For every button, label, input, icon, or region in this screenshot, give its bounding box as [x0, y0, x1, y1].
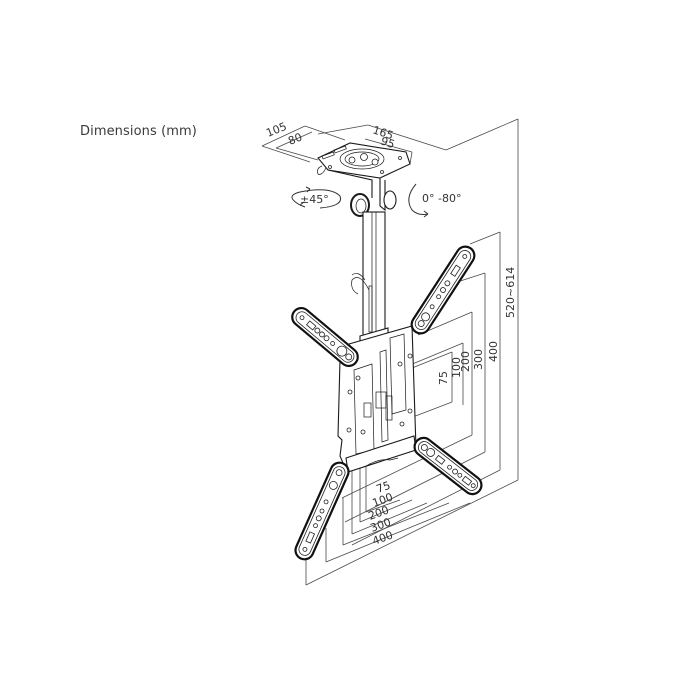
dim-vertical-75: 75: [437, 371, 450, 385]
swivel-label: ±45°: [300, 193, 329, 206]
tilt-knob: [350, 190, 397, 217]
dim-top-105: 105: [264, 120, 288, 140]
dim-top-95: 95: [379, 134, 396, 151]
dim-vertical-200: 200: [459, 351, 472, 372]
dim-height-520-614: 520~614: [504, 267, 517, 318]
arm-upper-left: [291, 306, 359, 368]
arm-lower-left: [294, 461, 350, 561]
dim-horizontal-75: 75: [375, 479, 393, 496]
dim-vertical-300: 300: [472, 349, 485, 370]
dim-vertical-400: 400: [487, 341, 500, 362]
arm-upper-right: [410, 245, 476, 335]
dim-vertical-100: 100: [450, 357, 463, 378]
ceiling-plate: [317, 142, 411, 212]
swivel-indicator: ±45°: [291, 186, 342, 209]
dimension-labels: 105 80 165 95 520~614 400 300 200 100 75…: [264, 120, 517, 548]
tilt-label: 0° -80°: [422, 192, 461, 205]
dim-top-165: 165: [371, 123, 395, 142]
tilt-indicator: 0° -80°: [408, 183, 461, 218]
tilt-arrow-icon: [408, 183, 429, 215]
diagram-title: Dimensions (mm): [80, 124, 197, 139]
dim-top-80: 80: [286, 130, 304, 147]
extension-pole: [351, 211, 389, 349]
swivel-arrow-icon: [291, 189, 342, 209]
dimension-lines: [261, 118, 519, 586]
arm-lower-right: [413, 436, 483, 496]
